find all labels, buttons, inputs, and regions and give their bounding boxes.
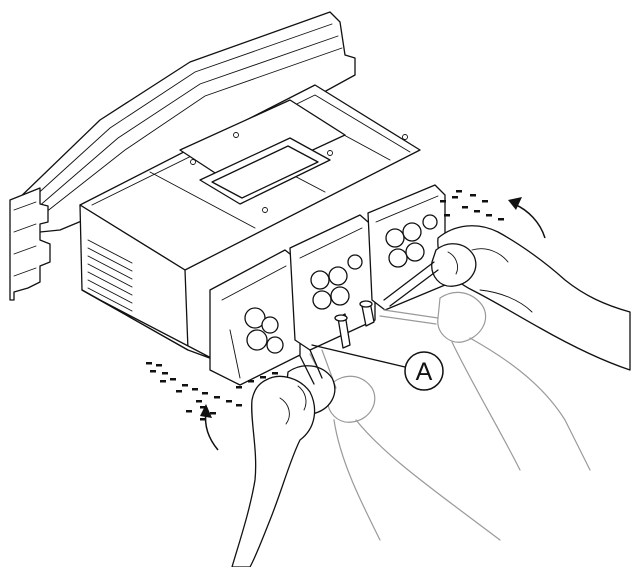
callout-a: A	[311, 344, 444, 391]
breaker-body	[79, 84, 421, 361]
curved-arrow-up-icon	[508, 197, 546, 239]
hand-left	[231, 349, 336, 567]
terminal-module-right	[367, 184, 446, 311]
release-screw	[334, 300, 375, 349]
callout-circle	[404, 351, 444, 391]
floor-marks	[146, 190, 504, 421]
terminal-module-middle	[289, 214, 376, 351]
ghost-hand-left	[309, 349, 501, 541]
mounting-rail	[9, 11, 356, 301]
hand-right	[383, 225, 631, 371]
ghost-hand-right	[379, 291, 591, 471]
callout-label: A	[416, 358, 433, 386]
terminal-module-left	[209, 249, 301, 386]
curved-arrow-up-icon-left	[200, 404, 219, 451]
